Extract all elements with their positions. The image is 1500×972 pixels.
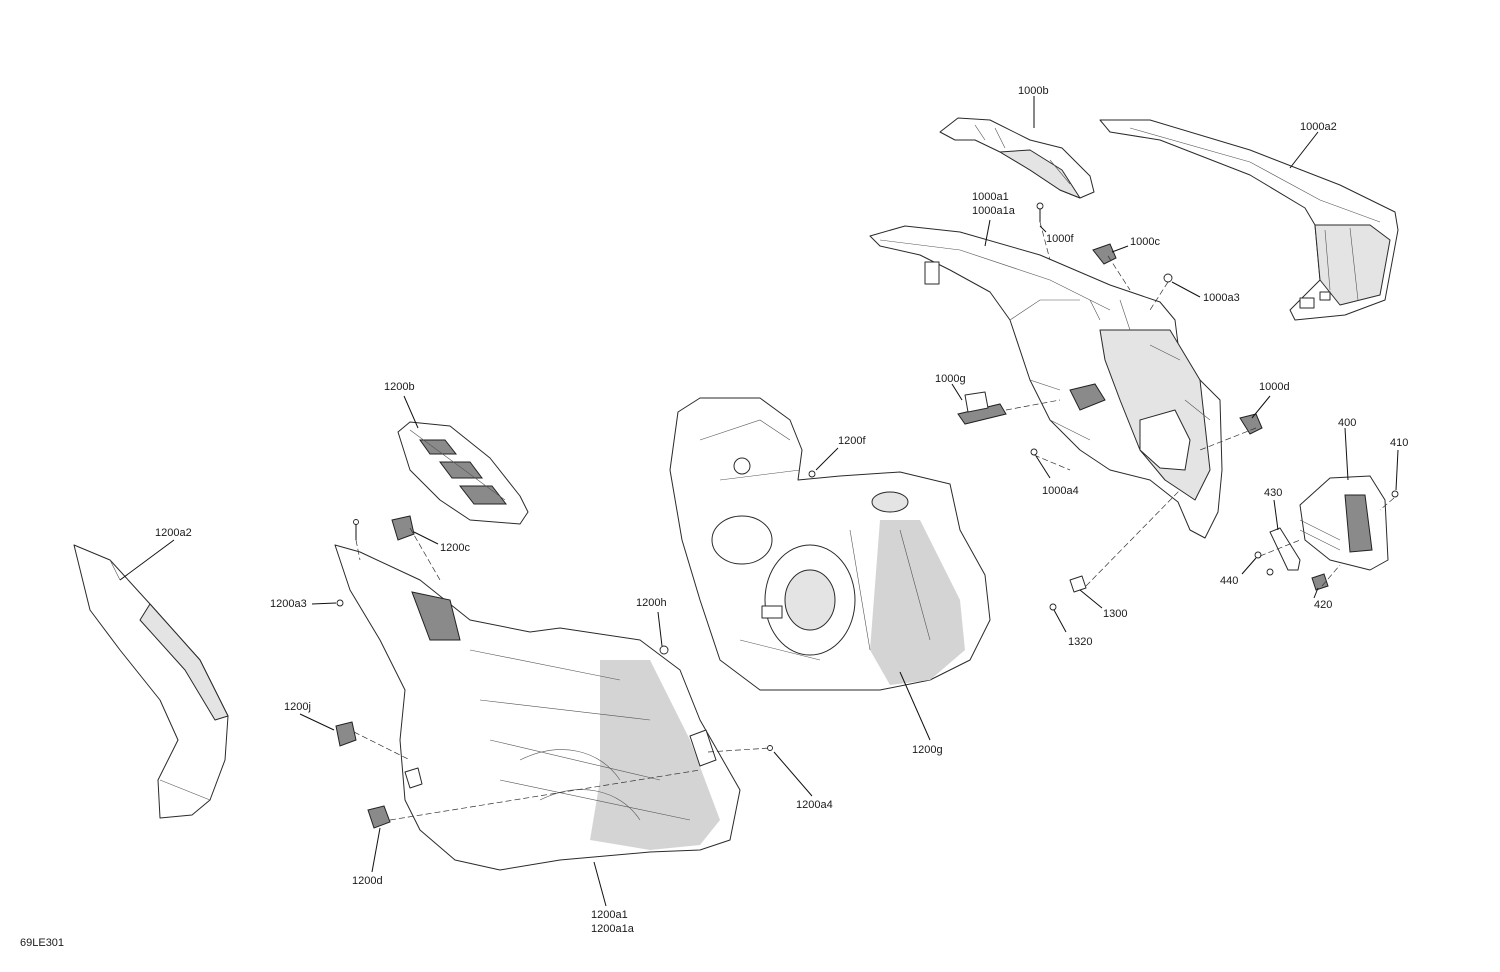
callout-1000f: 1000f (1046, 233, 1074, 245)
callout-1000a1a: 1000a1a (972, 205, 1016, 217)
callout-1300: 1300 (1103, 608, 1127, 620)
callout-1200d: 1200d (352, 875, 383, 887)
callout-1000b: 1000b (1018, 85, 1049, 97)
part-1200c (391, 515, 415, 541)
part-410 (1391, 490, 1399, 498)
part-1320 (1049, 603, 1057, 611)
part-1200a3 (336, 599, 344, 607)
callout-440: 440 (1220, 575, 1238, 587)
part-430 (1269, 527, 1301, 571)
callout-1000a3: 1000a3 (1203, 292, 1240, 304)
assembly-lines (353, 221, 1395, 821)
callout-1000d: 1000d (1259, 381, 1290, 393)
part-1200b (397, 421, 529, 525)
part-1200d (367, 805, 391, 829)
callout-1000c: 1000c (1130, 236, 1160, 248)
part-1000d (1239, 413, 1263, 435)
callout-1320: 1320 (1068, 636, 1092, 648)
callout-1200a1: 1200a1 (591, 909, 628, 921)
callout-1000a2: 1000a2 (1300, 121, 1337, 133)
figure-code: 69LE301 (20, 937, 64, 949)
part-1000g (957, 391, 1007, 425)
part-400 (1299, 475, 1389, 571)
part-1300 (1069, 575, 1087, 593)
callout-1000a4: 1000a4 (1042, 485, 1079, 497)
leader-lines (119, 96, 1399, 907)
part-420 (1311, 573, 1329, 591)
callout-1200a4: 1200a4 (796, 799, 833, 811)
part-1000c (1092, 243, 1117, 265)
part-1000f (1036, 202, 1044, 222)
callout-1200j: 1200j (284, 701, 311, 713)
part-1200a3-screw (353, 519, 359, 540)
part-1000b (939, 117, 1095, 199)
callout-1200b: 1200b (384, 381, 415, 393)
callout-430: 430 (1264, 487, 1282, 499)
callout-1200a2: 1200a2 (155, 527, 192, 539)
part-1000a2 (1099, 119, 1399, 321)
part-1200g (669, 397, 991, 691)
callout-1000g: 1000g (935, 373, 966, 385)
callout-410: 410 (1390, 437, 1408, 449)
callout-400: 400 (1338, 417, 1356, 429)
callout-420: 420 (1314, 599, 1332, 611)
callout-1200g: 1200g (912, 744, 943, 756)
part-1200a2 (73, 544, 229, 819)
callout-1200f: 1200f (838, 435, 866, 447)
part-1000a3 (1163, 273, 1173, 283)
callout-1200a3: 1200a3 (270, 598, 307, 610)
callout-1200a1a: 1200a1a (591, 923, 635, 935)
callout-labels: 1000b 1000a2 1000a1 1000a1a 1000f 1000c … (20, 85, 1408, 949)
callout-1200c: 1200c (440, 542, 470, 554)
part-1200f (808, 470, 816, 478)
part-1200a4 (767, 745, 773, 751)
part-1200j (335, 721, 357, 747)
part-440 (1254, 551, 1274, 576)
part-1200a1 (334, 544, 741, 871)
part-1200h (659, 645, 669, 655)
part-1000a1 (869, 225, 1223, 539)
part-1000a4 (1030, 448, 1038, 456)
callout-1200h: 1200h (636, 597, 667, 609)
callout-1000a1: 1000a1 (972, 191, 1009, 203)
